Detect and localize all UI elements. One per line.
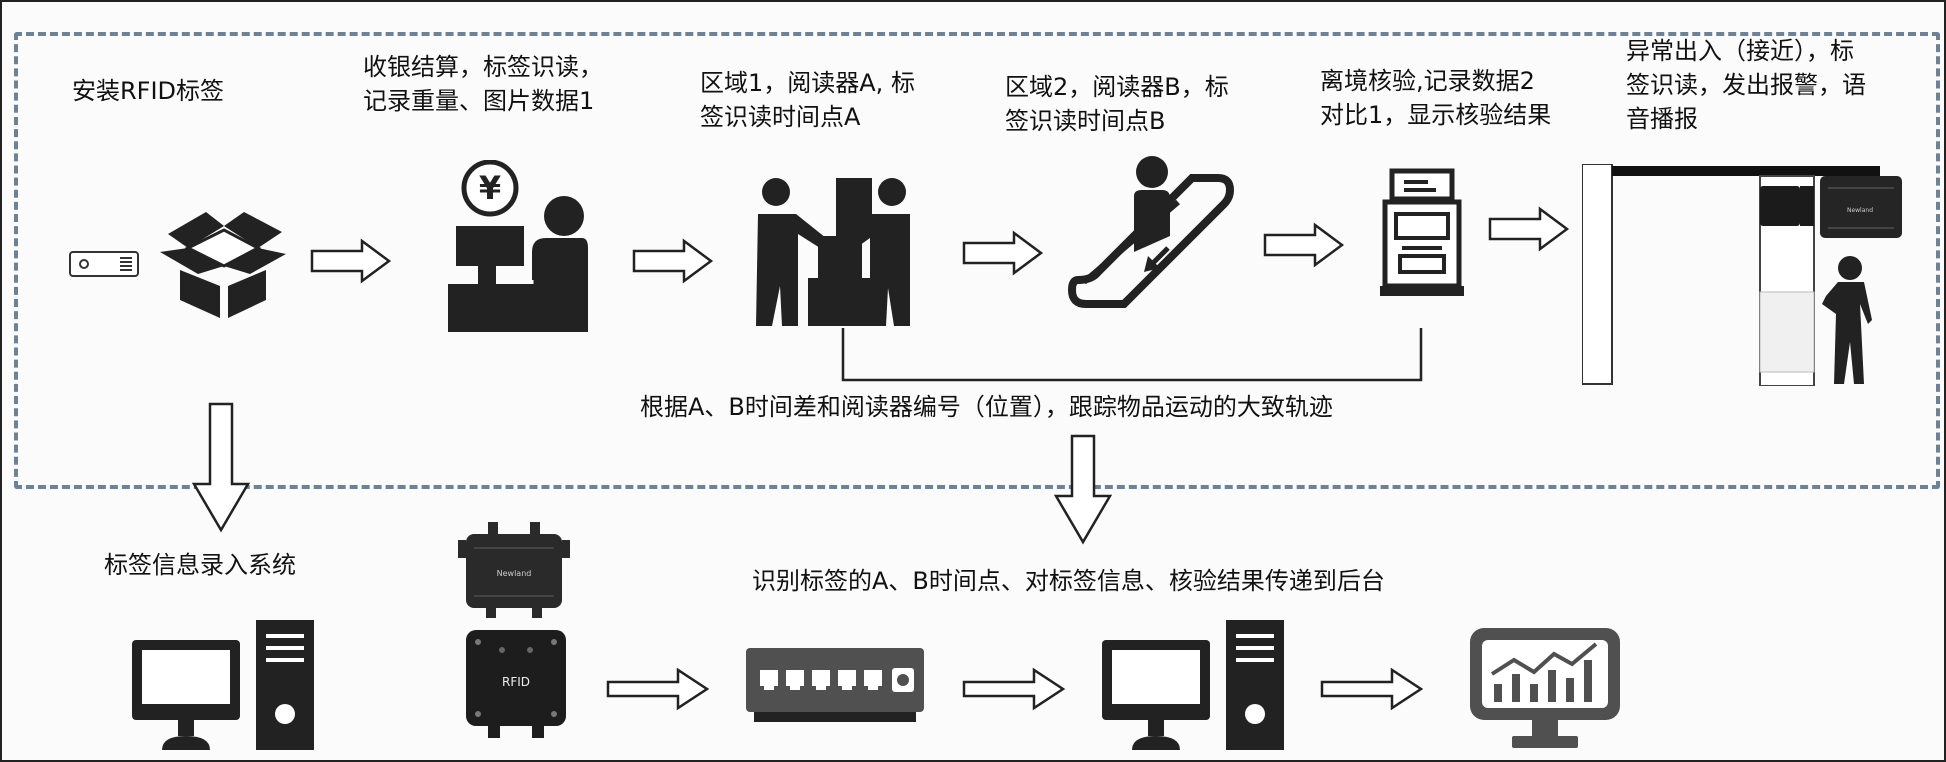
analytics-monitor-icon: [1468, 626, 1622, 750]
arrow-right-3-icon: [962, 230, 1044, 276]
label-alarm: 异常出入（接近），标 签识读，发出报警，语 音播报: [1626, 37, 1866, 133]
arrow-right-1-icon: [310, 238, 392, 284]
arrow-down-backend-icon: [1054, 434, 1112, 546]
checkout-counter-icon: ¥: [448, 160, 588, 332]
escalator-icon: [1068, 152, 1236, 310]
exit-gate-alarm-icon: Newland: [1582, 164, 1910, 386]
package-box-icon: [158, 208, 288, 320]
svg-text:¥: ¥: [479, 169, 501, 207]
rfid-antenna-icon: RFID: [464, 628, 568, 740]
svg-text:RFID: RFID: [502, 675, 530, 689]
label-checkout: 收银结算，标签识读， 记录重量、图片数据1: [363, 53, 603, 115]
svg-text:Newland: Newland: [497, 569, 532, 578]
arrow-down-entry-icon: [192, 402, 250, 534]
label-backend-note: 识别标签的A、B时间点、对标签信息、核验结果传递到后台: [752, 567, 1385, 595]
rfid-tag-icon: [68, 250, 140, 278]
process-frame: [14, 32, 1940, 489]
arrow-right-6-icon: [606, 666, 710, 712]
label-install: 安装RFID标签: [72, 77, 225, 105]
rfid-reader-icon: Newland: [458, 520, 570, 622]
label-track-note: 根据A、B时间差和阅读器编号（位置），跟踪物品运动的大致轨迹: [640, 393, 1333, 421]
arrow-right-2-icon: [632, 238, 714, 284]
label-exit: 离境核验,记录数据2 对比1，显示核验结果: [1320, 67, 1552, 129]
arrow-right-4-icon: [1263, 222, 1345, 268]
desktop-computer-icon: [132, 620, 342, 750]
label-zone1: 区域1，阅读器A, 标 签识读时间点A: [700, 69, 915, 131]
arrow-right-5-icon: [1488, 206, 1570, 252]
label-entry-system: 标签信息录入系统: [104, 551, 296, 579]
svg-text:Newland: Newland: [1847, 207, 1873, 214]
label-zone2: 区域2，阅读器B，标 签识读时间点B: [1005, 73, 1229, 135]
track-connector-line: [841, 328, 1425, 384]
verification-kiosk-icon: [1380, 168, 1464, 298]
backend-computer-icon: [1102, 620, 1312, 750]
arrow-right-7-icon: [962, 666, 1066, 712]
arrow-right-8-icon: [1320, 666, 1424, 712]
workers-carrying-boxes-icon: [752, 176, 912, 328]
network-switch-icon: [744, 646, 926, 728]
